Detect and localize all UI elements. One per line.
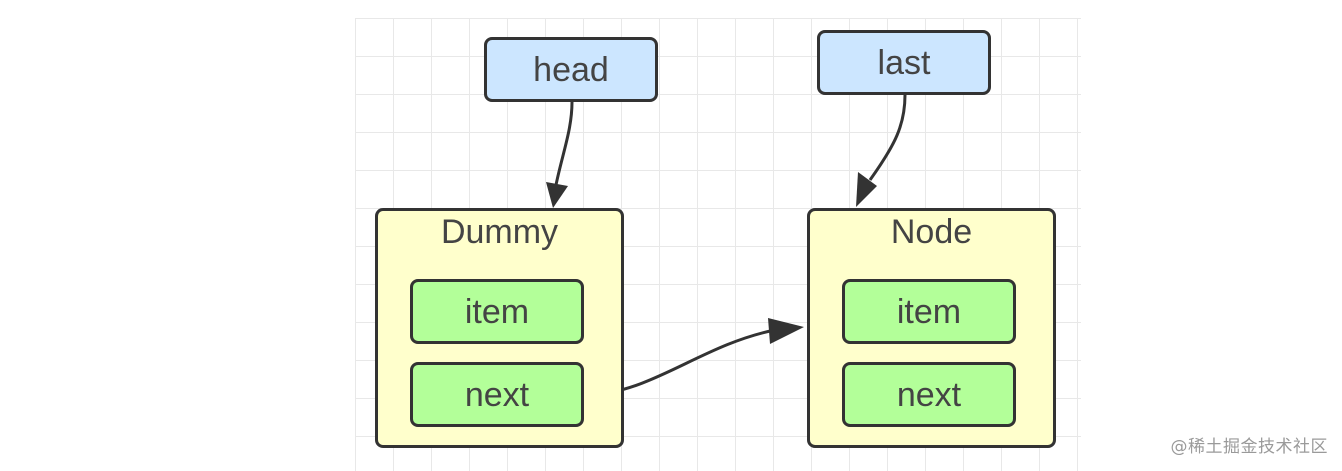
node-title: Node <box>890 213 973 251</box>
dummy-next-label: next <box>464 375 530 414</box>
node-item-label: item <box>896 292 962 331</box>
last-pointer-label: last <box>877 43 931 82</box>
node-item-field: item <box>842 279 1016 344</box>
dummy-item-field: item <box>410 279 584 344</box>
watermark: @稀土掘金技术社区 <box>1170 437 1328 457</box>
head-pointer-label: head <box>533 50 609 89</box>
dummy-item-label: item <box>464 292 530 331</box>
dummy-node-title: Dummy <box>440 213 559 251</box>
dummy-next-field: next <box>410 362 584 427</box>
node-next-field: next <box>842 362 1016 427</box>
head-pointer-box: head <box>484 37 658 102</box>
last-pointer-box: last <box>817 30 991 95</box>
node-next-label: next <box>896 375 962 414</box>
